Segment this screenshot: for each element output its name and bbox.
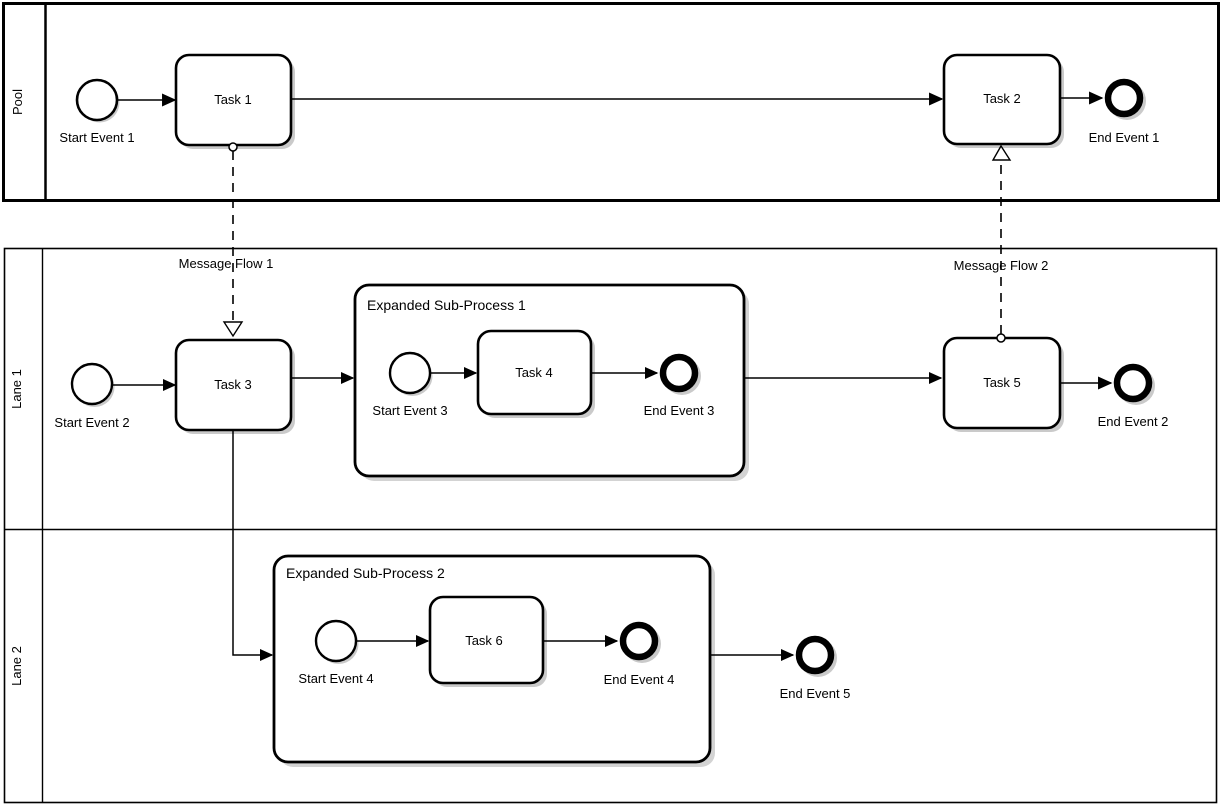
start-event-2-label: Start Event 2 (54, 415, 129, 430)
lane-1-label: Lane 1 (9, 369, 24, 409)
end-event-1-label: End Event 1 (1089, 130, 1160, 145)
subprocess-1-inner (360, 290, 739, 471)
end-event-5-circle (795, 635, 835, 675)
task-2-box (942, 53, 1062, 146)
end-event-5-label: End Event 5 (780, 686, 851, 701)
message-flow-2-source-marker (996, 333, 1006, 343)
task-6-label: Task 6 (465, 633, 503, 648)
end-event-1[interactable]: End Event 1 (1089, 78, 1160, 145)
task-1-label: Task 1 (214, 92, 252, 107)
message-flow-1-source-marker (228, 142, 238, 152)
subprocess-2-inner (279, 561, 705, 757)
subprocess-1-label: Expanded Sub-Process 1 (367, 297, 526, 313)
subprocess-2-label: Expanded Sub-Process 2 (286, 565, 445, 581)
start-event-3[interactable]: Start Event 3 (372, 351, 448, 418)
task-3-label: Task 3 (214, 377, 252, 392)
end-event-3-label: End Event 3 (644, 403, 715, 418)
flow-task-3-to-subprocess-2 (232, 430, 274, 662)
start-event-1-circle (75, 78, 119, 122)
task-5[interactable]: Task 5 (942, 336, 1064, 432)
message-flow-2[interactable]: Message Flow 2 (954, 144, 1049, 343)
start-event-1[interactable]: Start Event 1 (59, 78, 135, 145)
start-event-3-label: Start Event 3 (372, 403, 447, 418)
end-event-4[interactable]: End Event 4 (604, 621, 675, 687)
task-6[interactable]: Task 6 (428, 595, 547, 687)
message-flow-1-label: Message Flow 1 (179, 256, 274, 271)
task-4-label: Task 4 (515, 365, 553, 380)
task-4[interactable]: Task 4 (476, 329, 595, 418)
start-event-3-circle (388, 351, 432, 395)
start-event-1-label: Start Event 1 (59, 130, 134, 145)
message-flow-1[interactable]: Message Flow 1 (179, 142, 274, 338)
task-2[interactable]: Task 2 (942, 53, 1064, 148)
end-event-2[interactable]: End Event 2 (1098, 363, 1169, 429)
start-event-4-circle (314, 619, 358, 663)
message-flow-2-label: Message Flow 2 (954, 258, 1049, 273)
start-event-4-label: Start Event 4 (298, 671, 373, 686)
message-flow-1-arrowhead (222, 321, 244, 338)
end-event-4-label: End Event 4 (604, 672, 675, 687)
lane-2-label: Lane 2 (9, 646, 24, 686)
end-event-5[interactable]: End Event 5 (780, 635, 851, 701)
start-event-2[interactable]: Start Event 2 (54, 362, 130, 430)
pool-1-label: Pool (10, 89, 25, 115)
task-3[interactable]: Task 3 (174, 338, 295, 434)
end-event-2-label: End Event 2 (1098, 414, 1169, 429)
message-flow-2-arrowhead (991, 144, 1012, 161)
start-event-2-circle (70, 362, 114, 406)
task-1[interactable]: Task 1 (174, 53, 295, 149)
end-event-1-circle (1104, 78, 1144, 118)
task-5-label: Task 5 (983, 375, 1021, 390)
end-event-3-circle (659, 353, 699, 393)
end-event-3[interactable]: End Event 3 (644, 353, 715, 418)
end-event-4-circle (619, 621, 659, 661)
end-event-2-circle (1113, 363, 1153, 403)
task-2-label: Task 2 (983, 91, 1021, 106)
start-event-4[interactable]: Start Event 4 (298, 619, 374, 686)
task-6-box (428, 595, 545, 685)
